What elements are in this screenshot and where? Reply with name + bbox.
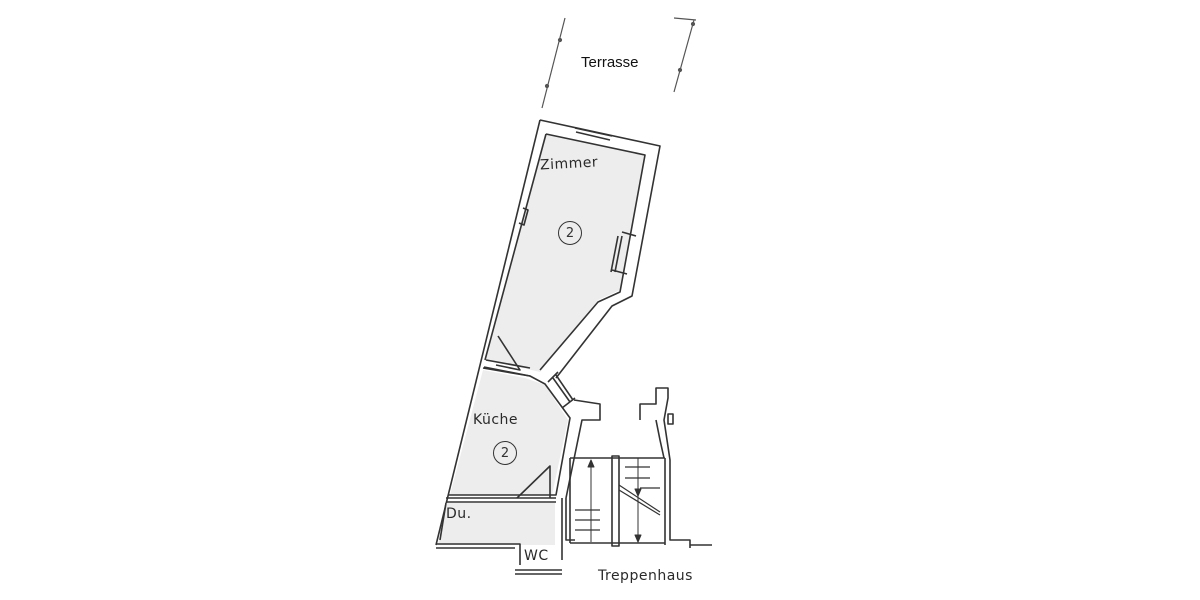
dusche-floor — [438, 503, 555, 545]
zimmer-window-right — [610, 231, 637, 275]
kueche-window — [547, 371, 576, 409]
zimmer-window-top — [574, 127, 613, 141]
room-label-dusche: Du. — [446, 506, 472, 522]
stair-left-wall — [565, 498, 575, 541]
room-number-zimmer: 2 — [558, 221, 582, 245]
room-label-wc: WC — [524, 548, 549, 564]
stair-right-wall — [639, 387, 691, 548]
zimmer-floor — [485, 134, 645, 372]
room-label-treppenhaus: Treppenhaus — [598, 568, 693, 584]
room-label-kueche: Küche — [473, 412, 519, 428]
zimmer-inner-wall — [539, 133, 646, 371]
room-label-terrasse: Terrasse — [581, 54, 639, 71]
terrace-boundary — [541, 17, 697, 109]
stair-treads — [575, 466, 661, 531]
room-number-kueche: 2 — [493, 441, 517, 465]
zimmer-outer-wall — [539, 119, 661, 379]
kueche-floor — [450, 370, 568, 495]
room-label-zimmer: Zimmer — [539, 154, 599, 174]
stair-arrows — [587, 458, 642, 543]
